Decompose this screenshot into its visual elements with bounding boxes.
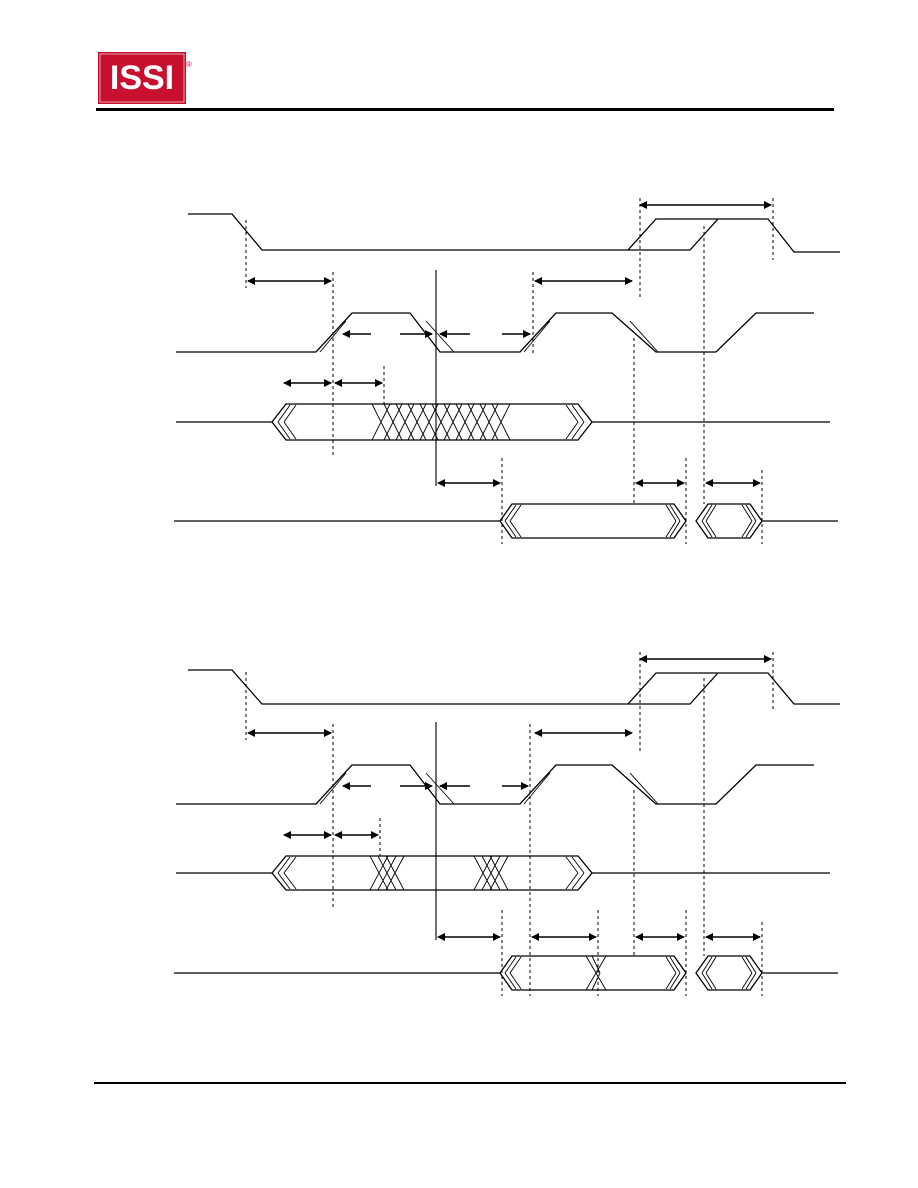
- signal-2-waveform: [176, 312, 814, 353]
- timing-arrows-2: [247, 655, 772, 941]
- timing-arrows-1: [247, 201, 772, 487]
- registered-mark: ®: [186, 60, 192, 69]
- timing-guides-2: [245, 652, 774, 996]
- signal-2-edge-shadow-b: [319, 772, 659, 805]
- signal-3-bus-b: [176, 855, 830, 891]
- footer-rule: [94, 1082, 846, 1084]
- signal-4-data-out-b: [174, 955, 838, 991]
- signal-2-waveform-b: [176, 764, 814, 805]
- signal-1-rise-edge: [627, 218, 718, 251]
- address-transition-2: [473, 855, 509, 891]
- issi-logo: ISSI: [98, 52, 186, 104]
- address-transition-hatch: [371, 403, 511, 441]
- logo-text: ISSI: [109, 59, 175, 97]
- signal-1-waveform-b: [188, 669, 840, 705]
- header-rule: [96, 108, 834, 111]
- data-transition: [585, 955, 607, 991]
- signal-1-rise-edge-b: [627, 672, 718, 705]
- logo-background-icon: [98, 52, 186, 104]
- signal-3-bus: [176, 403, 830, 441]
- timing-guides-1: [245, 198, 774, 544]
- address-transition-1: [369, 855, 405, 891]
